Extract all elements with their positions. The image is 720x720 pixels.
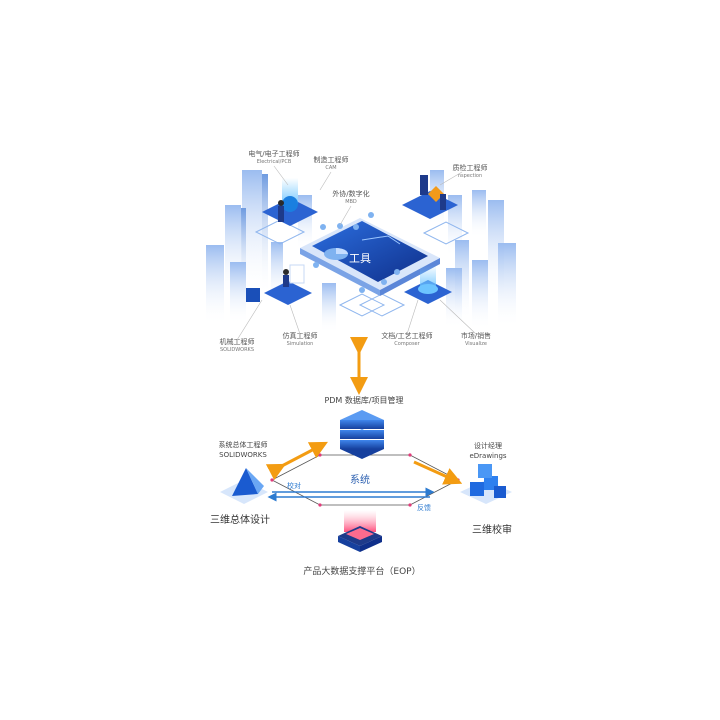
design-prism-icon bbox=[220, 468, 268, 504]
right-caption: 三维校审 bbox=[472, 523, 512, 536]
role-label-outsourcing: 外协/数字化 MBD bbox=[332, 189, 369, 205]
left-flow-arrow bbox=[265, 441, 328, 481]
left-role-en: SOLIDWORKS bbox=[219, 451, 267, 459]
right-role-cn: 设计经理 bbox=[474, 441, 502, 450]
role-label-inspection: 质检工程师 nspection bbox=[453, 163, 488, 179]
station-electrical bbox=[262, 178, 318, 226]
role-label-simulation: 仿真工程师 Simulation bbox=[283, 331, 318, 347]
role-en: Simulation bbox=[287, 341, 314, 347]
role-en: SOLIDWORKS bbox=[220, 347, 254, 353]
tool-label: 工具 bbox=[349, 252, 371, 265]
role-cn: 电气/电子工程师 bbox=[248, 149, 299, 158]
role-en: Composer bbox=[394, 341, 420, 347]
role-en: Visualize bbox=[465, 341, 487, 347]
role-en: CAM bbox=[325, 165, 336, 171]
right-flow-arrow bbox=[413, 460, 463, 485]
review-cubes-icon bbox=[460, 464, 512, 504]
role-label-manufacturing: 制造工程师 CAM bbox=[314, 155, 349, 171]
person-figure bbox=[278, 200, 284, 222]
station-mechanical bbox=[246, 264, 312, 305]
building bbox=[472, 190, 486, 238]
role-cn: 质检工程师 bbox=[453, 163, 488, 172]
system-label: 系统 bbox=[350, 473, 370, 486]
check-label: 校对 bbox=[287, 481, 301, 490]
role-cn: 仿真工程师 bbox=[283, 331, 318, 340]
role-cn: 机械工程师 bbox=[220, 337, 255, 346]
building bbox=[230, 262, 246, 324]
building bbox=[446, 268, 462, 328]
left-role-cn: 系统总体工程师 bbox=[219, 440, 268, 449]
network-outlines bbox=[254, 219, 470, 317]
platform-label: 产品大数据支撑平台（EOP） bbox=[303, 565, 420, 577]
role-en: Electrical/PCB bbox=[257, 159, 292, 165]
role-en: MBD bbox=[345, 199, 357, 205]
station-inspection bbox=[402, 175, 458, 219]
building bbox=[322, 283, 336, 333]
role-cn: 外协/数字化 bbox=[332, 189, 369, 198]
building bbox=[498, 243, 516, 328]
building bbox=[472, 260, 488, 330]
role-label-electrical: 电气/电子工程师 Electrical/PCB bbox=[248, 149, 299, 165]
data-nodes bbox=[313, 212, 400, 293]
feedback-label: 反馈 bbox=[417, 503, 431, 512]
left-caption: 三维总体设计 bbox=[210, 513, 270, 526]
data-platform-chip-icon bbox=[338, 510, 382, 552]
role-label-documentation: 文档/工艺工程师 Composer bbox=[381, 331, 432, 347]
role-cn: 市场/销售 bbox=[461, 331, 491, 340]
role-label-mechanical: 机械工程师 SOLIDWORKS bbox=[220, 337, 255, 353]
building bbox=[206, 245, 224, 325]
role-cn: 制造工程师 bbox=[314, 155, 349, 164]
role-label-marketing: 市场/销售 Visualize bbox=[461, 331, 491, 347]
role-en: nspection bbox=[458, 173, 482, 179]
station-marketing bbox=[404, 265, 452, 304]
right-role-en: eDrawings bbox=[469, 452, 506, 460]
pdm-label: PDM 数据库/项目管理 bbox=[324, 395, 403, 405]
leader-lines bbox=[236, 165, 477, 341]
building bbox=[242, 170, 268, 295]
role-cn: 文档/工艺工程师 bbox=[381, 331, 432, 340]
pdm-server-stack-icon bbox=[340, 410, 384, 459]
